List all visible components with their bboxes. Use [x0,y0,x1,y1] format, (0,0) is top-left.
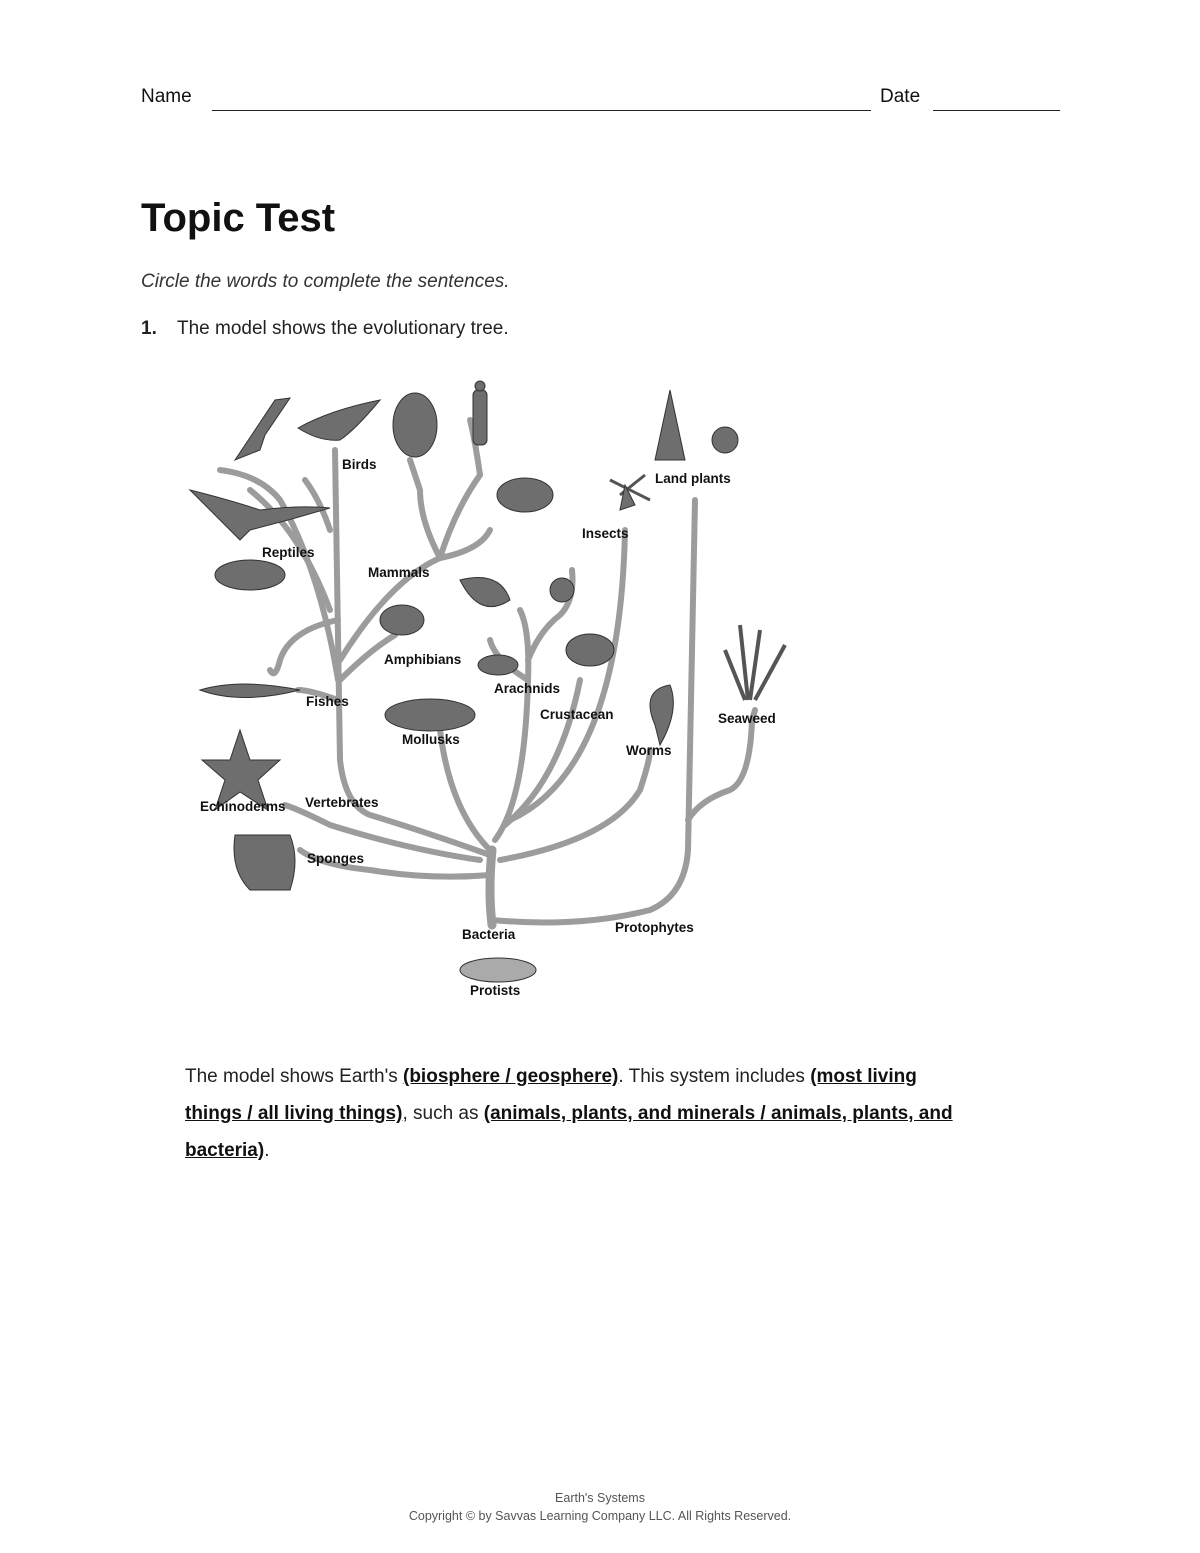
sentence-text-1: The model shows Earth's [185,1066,403,1087]
question-1: 1. The model shows the evolutionary tree. [141,318,509,340]
sentence-text-4: . [264,1140,270,1161]
label-mammals: Mammals [368,565,430,580]
name-label: Name [141,86,192,107]
choice-biosphere-geosphere[interactable]: (biosphere / geosphere) [403,1066,619,1087]
choice-examples[interactable]: (animals, plants, and minerals / animals… [185,1103,953,1161]
label-land-plants: Land plants [655,471,731,486]
label-mollusks: Mollusks [402,732,460,747]
label-reptiles: Reptiles [262,545,315,560]
sentence-text-3: , such as [402,1103,484,1124]
name-field[interactable] [212,110,871,111]
label-arachnids: Arachnids [494,681,560,696]
choice-living-things[interactable]: (most living things / all living things) [185,1066,917,1124]
label-bacteria: Bacteria [462,927,516,942]
date-field[interactable] [933,110,1060,111]
label-fishes: Fishes [306,694,349,709]
label-insects: Insects [582,526,629,541]
label-sponges: Sponges [307,851,364,866]
label-worms: Worms [626,743,672,758]
label-echinoderms: Echinoderms [200,799,286,814]
question-prompt: The model shows the evolutionary tree. [177,318,509,339]
label-protophytes: Protophytes [615,920,694,935]
sentence-text-2: . This system includes [618,1066,811,1087]
footer-copyright: Copyright © by Savvas Learning Company L… [408,1509,792,1523]
label-protists: Protists [470,983,520,998]
label-birds: Birds [342,457,377,472]
question-number: 1. [141,318,157,339]
label-vertebrates: Vertebrates [305,795,379,810]
page-title: Topic Test [141,196,336,240]
label-crustacean: Crustacean [540,707,614,722]
fill-in-sentence: The model shows Earth's (biosphere / geo… [185,1058,975,1169]
header: Name Date [141,86,1061,116]
label-amphibians: Amphibians [384,652,461,667]
instructions: Circle the words to complete the sentenc… [141,271,510,292]
label-seaweed: Seaweed [718,711,776,726]
footer-topic: Earth's Systems [555,1491,645,1505]
evolutionary-tree-diagram: Birds Land plants Insects Reptiles Mamma… [188,380,787,998]
date-label: Date [880,86,921,107]
